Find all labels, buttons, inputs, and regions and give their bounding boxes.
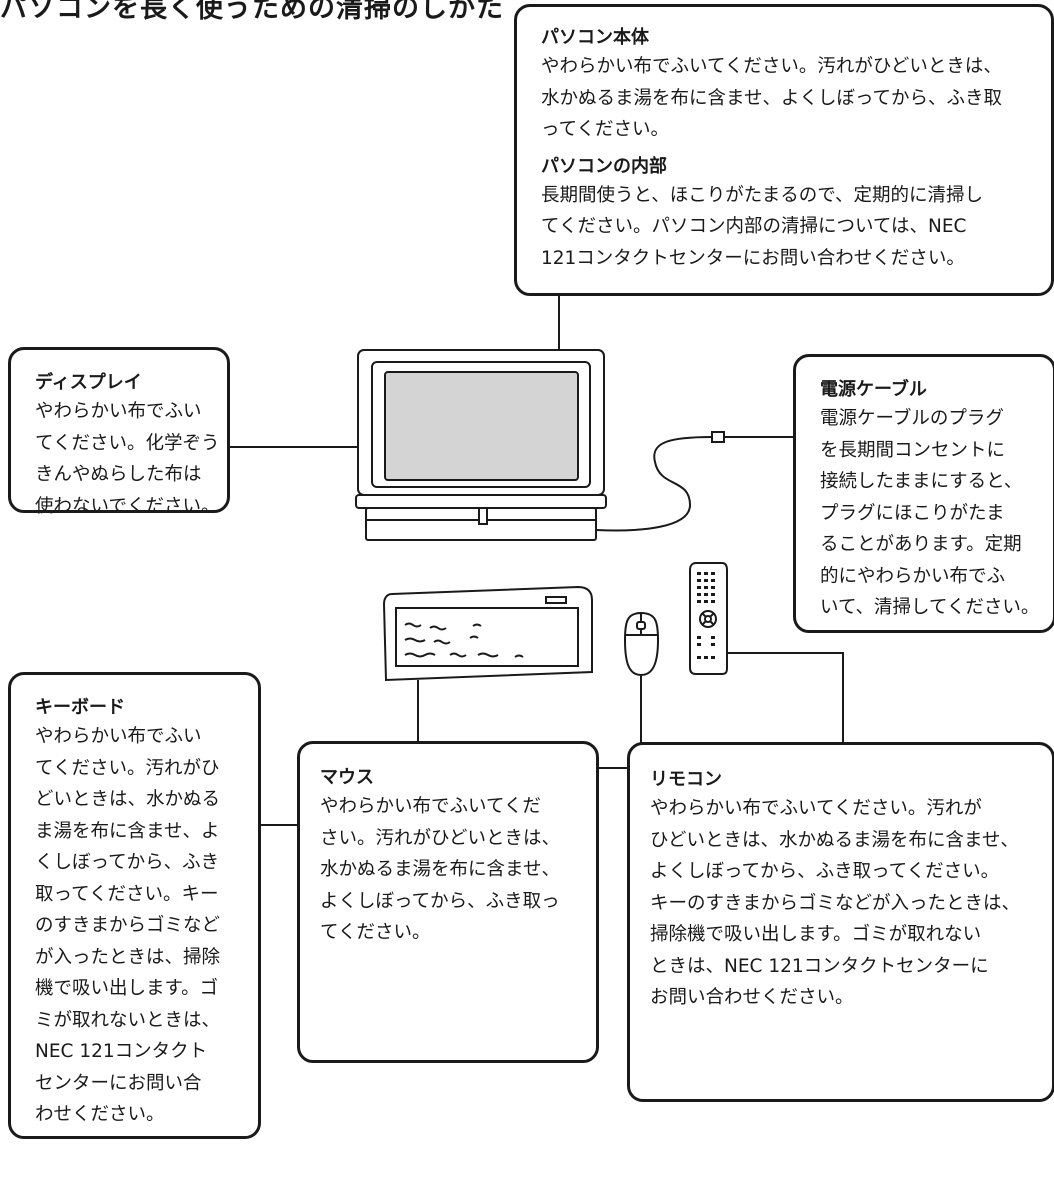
text-line: のすきまからゴミなど (35, 915, 221, 936)
text-line: 使わないでください。 (35, 495, 220, 517)
text-line: 接続したままにすると、 (820, 471, 1023, 492)
text-line: ミが取れないときは、 (35, 1009, 221, 1031)
text-line: 長期間使うと、ほこりがたまるので、定期的に清掃し (541, 184, 983, 206)
callout-remote: リモコン やわらかい布でふいてください。汚れが ひどいときは、水かぬるま湯を布に… (627, 742, 1054, 1102)
callout-subtext: 長期間使うと、ほこりがたまるので、定期的に清掃し てください。パソコン内部の清掃… (541, 180, 1031, 275)
text-line: ることがあります。定期 (820, 534, 1022, 555)
callout-title: 電源ケーブル (820, 379, 927, 400)
text-line: ひどいときは、水かぬるま湯を布に含ませ、 (650, 829, 1019, 851)
power-cable-illustration (595, 431, 793, 532)
text-line: くしぼってから、ふき (35, 852, 220, 873)
connector-remote (725, 652, 844, 742)
text-line: てください。汚れがひ (35, 757, 220, 779)
callout-title: キーボード (35, 697, 125, 718)
text-line: よくしぼってから、ふき取っ (320, 890, 560, 912)
text-line: やわらかい布でふいてください。汚れがひどいときは、 (541, 56, 1002, 77)
remote-illustration (689, 562, 728, 675)
text-line: さい。汚れがひどいときは、 (320, 827, 560, 849)
text-line: を長期間コンセントに (820, 439, 1006, 461)
text-line: 的にやわらかい布でふ (820, 565, 1006, 587)
text-line: が入ったときは、掃除 (35, 946, 221, 968)
callout-text: やわらかい布でふい てください。化学ぞう きんやぬらした布は 使わないでください… (35, 396, 220, 522)
text-line: 電源ケーブルのプラグ (820, 408, 1004, 429)
text-line: キーのすきまからゴミなどが入ったときは、 (650, 892, 1021, 914)
text-line: 掃除機で吸い出します。ゴミが取れない (650, 924, 982, 945)
text-line: やわらかい布でふいてください。汚れが (650, 798, 982, 819)
monitor-screen (384, 371, 579, 481)
callout-text: やわらかい布でふいてください。汚れがひどいときは、 水かぬるま湯を布に含ませ、よ… (541, 51, 1031, 146)
callout-pc-body: パソコン本体 やわらかい布でふいてください。汚れがひどいときは、 水かぬるま湯を… (514, 4, 1054, 296)
callout-text: やわらかい布でふいてください。汚れが ひどいときは、水かぬるま湯を布に含ませ、 … (650, 793, 1042, 1014)
text-line: 水かぬるま湯を布に含ませ、よくしぼってから、ふき取 (541, 87, 1003, 109)
callout-power-cable: 電源ケーブル 電源ケーブルのプラグ を長期間コンセントに 接続したままにすると、… (793, 354, 1054, 633)
text-line: てください。 (320, 922, 431, 943)
page-title: パソコンを長く使うための清掃のしかた (0, 0, 504, 24)
mouse-illustration (623, 611, 660, 677)
text-line: NEC 121コンタクト (35, 1041, 208, 1062)
callout-display: ディスプレイ やわらかい布でふい てください。化学ぞう きんやぬらした布は 使わ… (8, 347, 230, 517)
text-line: てください。化学ぞう (35, 432, 220, 454)
callout-keyboard: キーボード やわらかい布でふい てください。汚れがひ どいときは、水かぬる ま湯… (8, 672, 261, 1139)
callout-title: リモコン (650, 769, 722, 790)
text-line: ま湯を布に含ませ、よ (35, 820, 220, 842)
callout-subtitle: パソコンの内部 (541, 155, 667, 177)
text-line: よくしぼってから、ふき取ってください。 (650, 861, 1000, 882)
text-line: てください。パソコン内部の清掃については、NEC (541, 216, 967, 237)
text-line: お問い合わせください。 (650, 987, 854, 1008)
text-line: いて、清掃してください。 (820, 597, 1040, 618)
text-line: きんやぬらした布は (35, 464, 202, 485)
keyboard-illustration (382, 585, 593, 682)
callout-text: 電源ケーブルのプラグ を長期間コンセントに 接続したままにすると、 プラグにほこ… (820, 403, 1043, 624)
callout-mouse: マウス やわらかい布でふいてくだ さい。汚れがひどいときは、 水かぬるま湯を布に… (297, 741, 599, 1063)
text-line: 取ってください。キー (35, 883, 219, 905)
monitor-illustration (355, 349, 607, 541)
text-line: ってください。 (541, 119, 670, 140)
text-line: 121コンタクトセンターにお問い合わせください。 (541, 247, 965, 269)
callout-text: やわらかい布でふいてくだ さい。汚れがひどいときは、 水かぬるま湯を布に含ませ、… (320, 791, 586, 949)
text-line: どいときは、水かぬる (35, 789, 221, 810)
text-line: やわらかい布でふい (35, 726, 202, 747)
callout-title: パソコン本体 (541, 27, 649, 48)
text-line: わせください。 (35, 1104, 165, 1125)
callout-title: ディスプレイ (35, 372, 142, 393)
text-line: やわらかい布でふい (35, 401, 202, 422)
text-line: やわらかい布でふいてくだ (320, 796, 541, 817)
callout-title: マウス (320, 767, 374, 788)
text-line: プラグにほこりがたま (820, 502, 1005, 524)
text-line: 機で吸い出します。ゴ (35, 978, 219, 999)
text-line: センターにお問い合 (35, 1072, 202, 1094)
text-line: 水かぬるま湯を布に含ませ、 (320, 859, 560, 880)
text-line: ときは、NEC 121コンタクトセンターに (650, 955, 989, 977)
callout-text: やわらかい布でふい てください。汚れがひ どいときは、水かぬる ま湯を布に含ませ… (35, 721, 248, 1131)
